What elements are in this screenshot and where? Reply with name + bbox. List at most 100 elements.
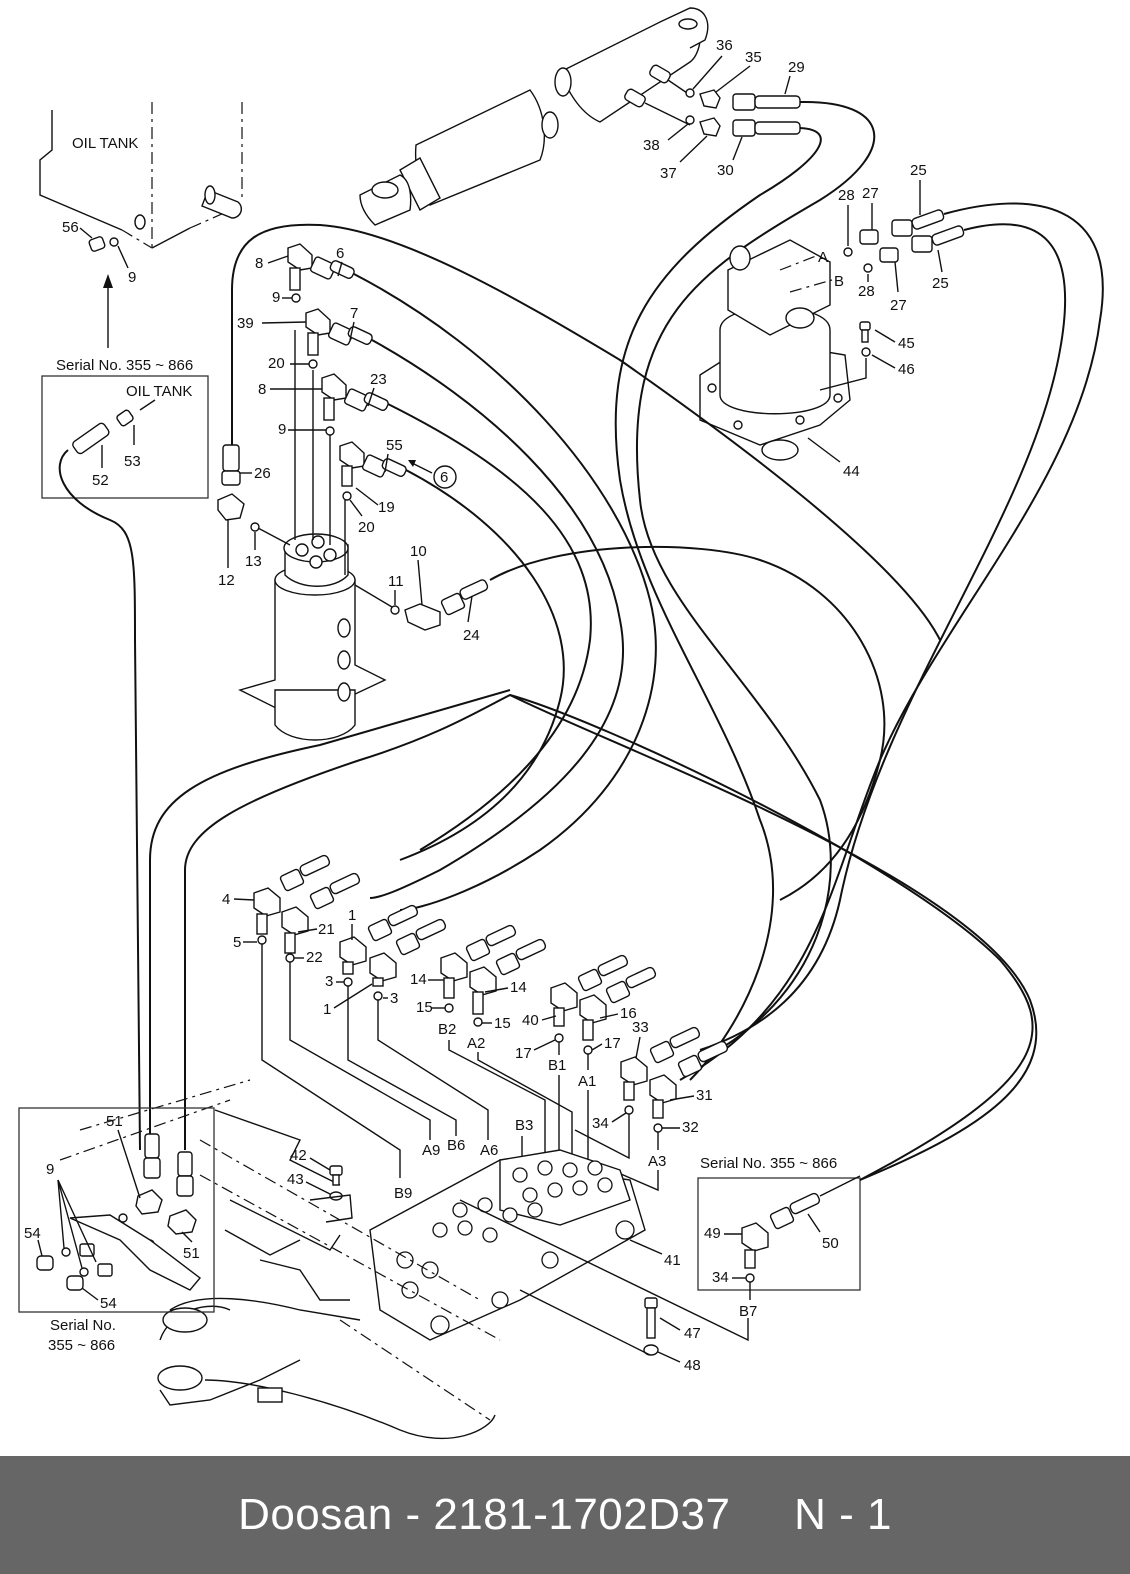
o-ring-34 [745,1273,755,1283]
oil-tank-label: OIL TANK [72,135,138,152]
hose-7 [369,339,625,899]
hose-end-52 [72,422,110,455]
hose-29 [635,100,876,1061]
o-ring-9f [79,1267,89,1277]
inset-box-lower-left [18,1107,215,1313]
part-callout-35: 35 [745,49,762,66]
part-callout-25: 25 [910,162,927,179]
port-label-b3: B3 [515,1117,533,1134]
part-callout-14: 14 [510,979,527,996]
o-ring-28a [843,247,853,257]
part-callout-26: 26 [254,465,271,482]
hose-26 [231,223,941,641]
part-callout-46: 46 [898,361,915,378]
bolt-45 [859,321,871,331]
o-ring-28b [863,263,873,273]
part-callout-37: 37 [660,165,677,182]
hose-end-25b [911,235,933,253]
part-callout-3: 3 [325,973,333,990]
adapter-53 [116,409,134,427]
elbow-51a [135,1189,163,1215]
hose-ends-51 [135,1133,197,1235]
part-callout-10: 10 [410,543,427,560]
frame-outline [59,1079,501,1440]
o-ring-13 [250,522,260,532]
part-callout-47: 47 [684,1325,701,1342]
o-ring-38 [685,115,695,125]
hose-end-24 [440,592,466,616]
part-callout-34: 34 [592,1115,609,1132]
plug-54a [36,1255,54,1271]
serial-label-lower-left-1: Serial No. [50,1317,116,1334]
part-callout-3: 3 [390,990,398,1007]
hose-24 [489,545,886,901]
part-callout-4: 4 [222,891,230,908]
port-label-a1: A1 [578,1073,596,1090]
elbow-35 [699,89,721,109]
hose-51a [149,689,511,1150]
o-ring-20b [342,491,352,501]
o-ring-20a [308,359,318,369]
elbow-12 [217,493,245,521]
part-callout-16: 16 [620,1005,637,1022]
port-label-b7: B7 [739,1303,757,1320]
hose-25b [699,223,1067,1051]
part-callout-1: 1 [323,1001,331,1018]
part-callout-39: 39 [237,315,254,332]
part-callout-23: 23 [370,371,387,388]
part-callout-22: 22 [306,949,323,966]
part-callout-8: 8 [258,381,266,398]
port-label-a9: A9 [422,1142,440,1159]
footer-caption: Doosan - 2181-1702D37 N - 1 [238,1490,892,1539]
port-label-b6: B6 [447,1137,465,1154]
part-callout-52: 52 [92,472,109,489]
hose-25a [679,202,1104,1081]
adapter-27b [879,247,899,263]
part-callout-54: 54 [24,1225,41,1242]
part-callout-42: 42 [290,1147,307,1164]
part-callout-28: 28 [858,283,875,300]
elbow-51b [167,1209,197,1235]
o-ring-9 [109,237,119,247]
hose-end-29 [732,93,756,111]
part-callout-56: 56 [62,219,79,236]
part-callout-14: 14 [410,971,427,988]
hose-51b [184,693,1034,1181]
part-callout-36: 36 [716,37,733,54]
footer-banner: Doosan - 2181-1702D37 N - 1 [0,1456,1130,1574]
hose-end-26 [222,444,240,472]
part-callout-53: 53 [124,453,141,470]
part-callout-17: 17 [604,1035,621,1052]
serial-label-lower-left-2: 355 ~ 866 [48,1337,115,1354]
hose-end-23 [343,388,371,412]
oil-tank-inset-label: OIL TANK [126,383,192,400]
hydraulic-parts-diagram: OIL TANK 56 9 Serial No. 355 ~ 866 OIL T… [18,7,1104,1440]
elbow-49 [741,1222,769,1252]
port-label-a6: A6 [480,1142,498,1159]
part-callout-9: 9 [272,289,280,306]
port-label-b9: B9 [394,1185,412,1202]
hose-52 [58,449,141,1151]
port-label-a3: A3 [648,1153,666,1170]
ref-circle-label: 6 [440,469,448,486]
part-callout-20: 20 [268,355,285,372]
hose-end-6 [309,256,337,280]
serial-label-right: Serial No. 355 ~ 866 [700,1155,837,1172]
port-label-a2: A2 [467,1035,485,1052]
o-ring-36 [685,88,695,98]
part-callout-33: 33 [632,1019,649,1036]
bolt-42 [329,1165,343,1176]
control-valve-41 [369,1149,646,1341]
hose-50 [509,694,1038,1181]
hose-end-50 [769,1206,795,1230]
o-ring-9e [61,1247,71,1257]
part-callout-9: 9 [128,269,136,286]
arrow-head [103,274,113,288]
part-callout-7: 7 [350,305,358,322]
part-callout-21: 21 [318,921,335,938]
plug-56 [88,236,119,252]
swivel-joint [238,533,387,741]
ref-circle [433,465,457,489]
elbow-8-top [287,243,313,291]
part-callout-1: 1 [348,907,356,924]
